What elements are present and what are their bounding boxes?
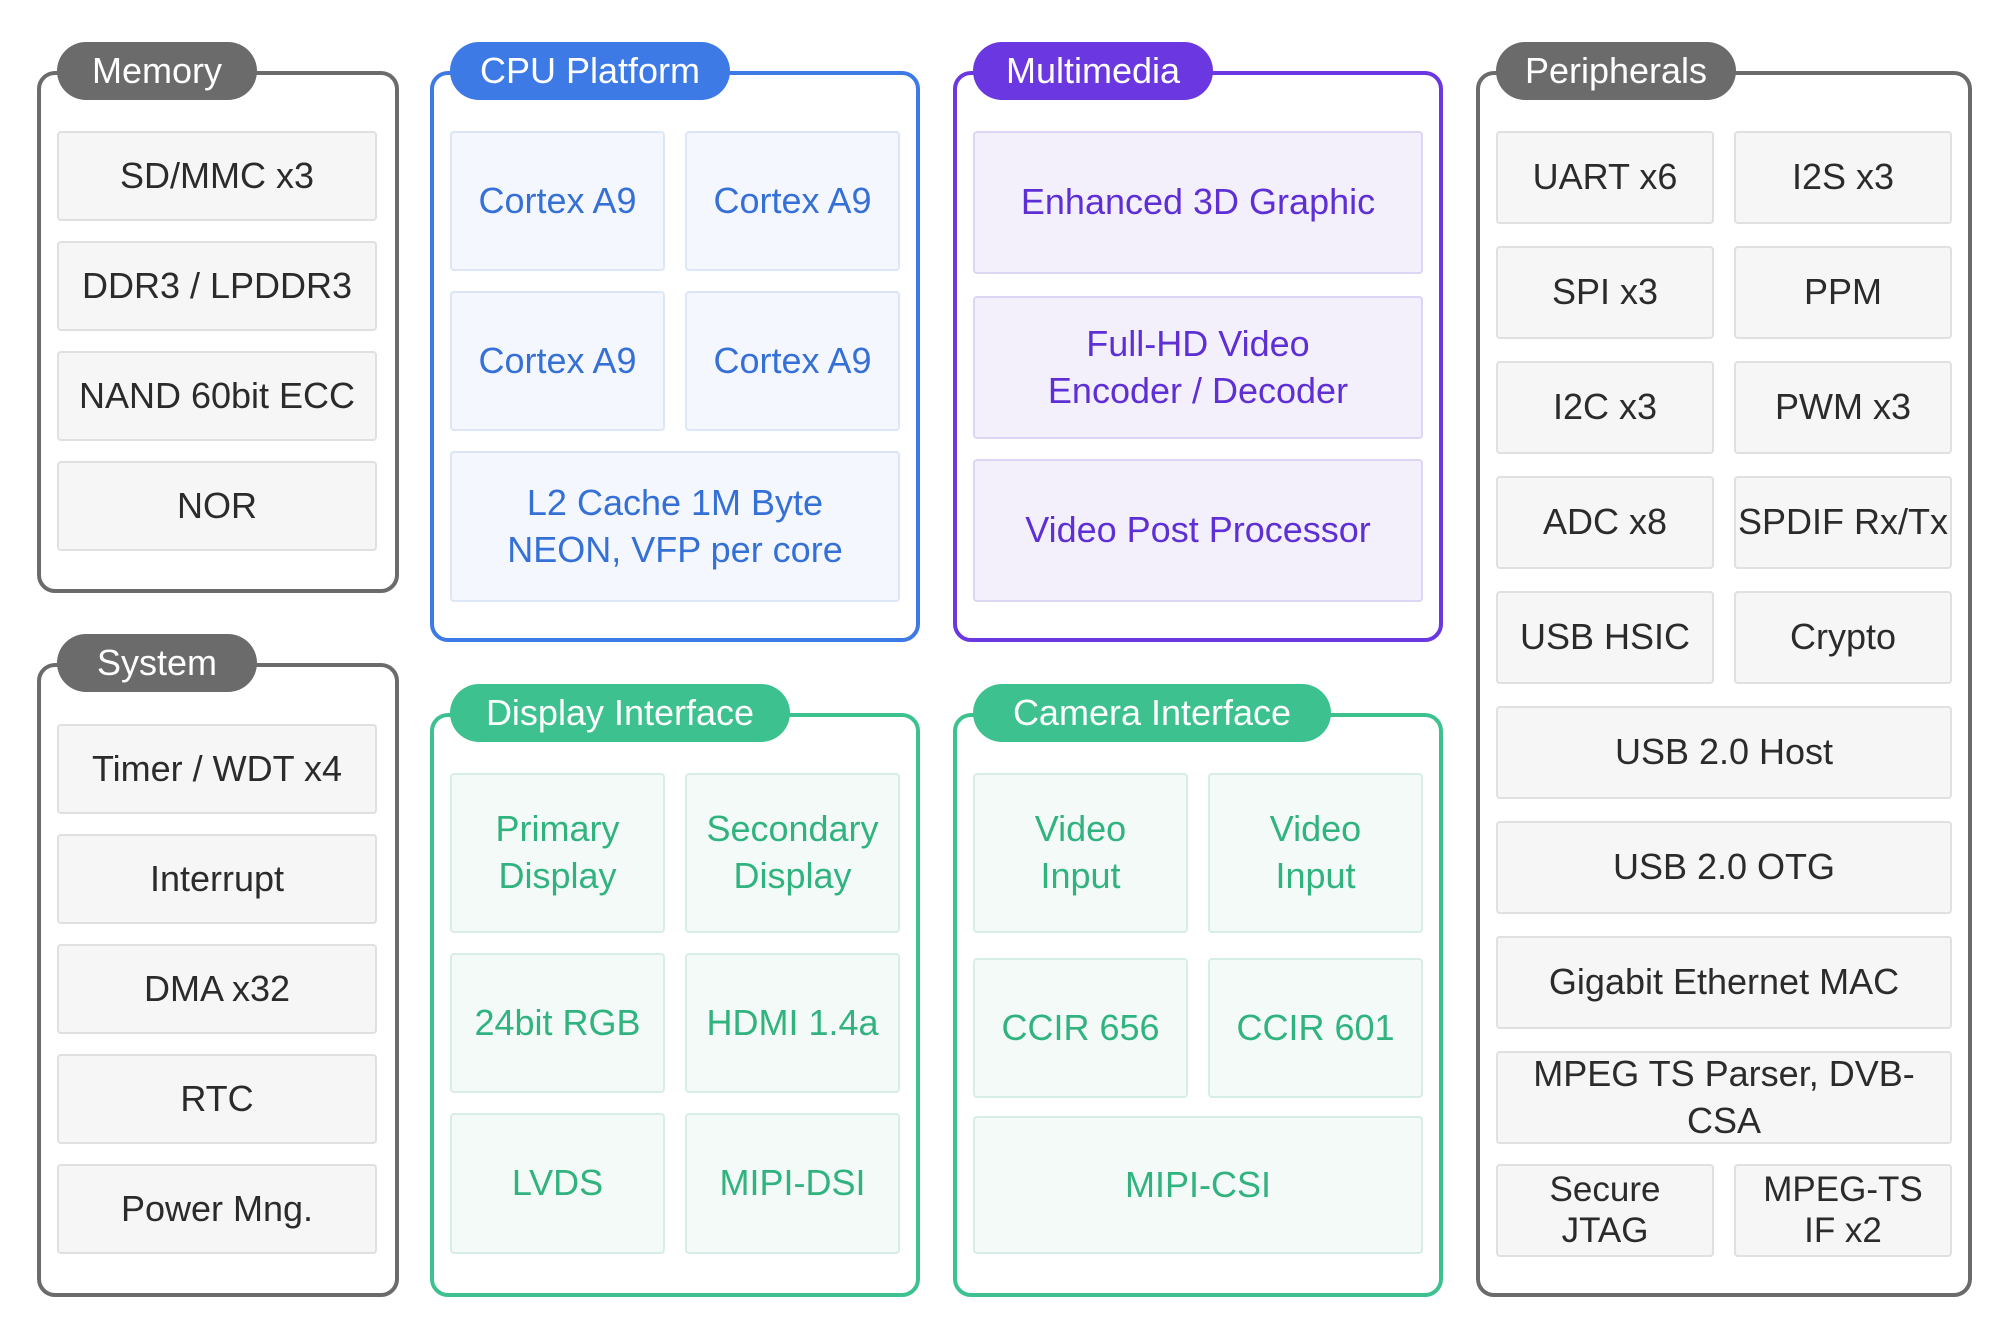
cpu-core-2: Cortex A9 bbox=[685, 131, 900, 271]
camera-ccir-656: CCIR 656 bbox=[973, 958, 1188, 1098]
camera-interface-title: Camera Interface bbox=[973, 684, 1331, 742]
multimedia-title: Multimedia bbox=[973, 42, 1213, 100]
display-mipi-dsi: MIPI-DSI bbox=[685, 1113, 900, 1254]
memory-item-ddr3: DDR3 / LPDDR3 bbox=[57, 241, 377, 331]
peripheral-gigabit-ethernet: Gigabit Ethernet MAC bbox=[1496, 936, 1952, 1029]
camera-ccir-601: CCIR 601 bbox=[1208, 958, 1423, 1098]
cpu-l2-cache: L2 Cache 1M Byte NEON, VFP per core bbox=[450, 451, 900, 602]
peripheral-i2c: I2C x3 bbox=[1496, 361, 1714, 454]
display-interface-title: Display Interface bbox=[450, 684, 790, 742]
peripheral-mpeg-ts-if: MPEG-TS IF x2 bbox=[1734, 1164, 1952, 1257]
display-24bit-rgb: 24bit RGB bbox=[450, 953, 665, 1093]
peripheral-adc: ADC x8 bbox=[1496, 476, 1714, 569]
cpu-core-3: Cortex A9 bbox=[450, 291, 665, 431]
cpu-platform-title: CPU Platform bbox=[450, 42, 730, 100]
memory-item-nor: NOR bbox=[57, 461, 377, 551]
peripheral-spi: SPI x3 bbox=[1496, 246, 1714, 339]
system-item-dma: DMA x32 bbox=[57, 944, 377, 1034]
system-title: System bbox=[57, 634, 257, 692]
multimedia-video-post-processor: Video Post Processor bbox=[973, 459, 1423, 602]
memory-item-nand: NAND 60bit ECC bbox=[57, 351, 377, 441]
display-primary: Primary Display bbox=[450, 773, 665, 933]
memory-title: Memory bbox=[57, 42, 257, 100]
peripheral-mpeg-ts-parser: MPEG TS Parser, DVB-CSA bbox=[1496, 1051, 1952, 1144]
display-lvds: LVDS bbox=[450, 1113, 665, 1254]
peripheral-usb-otg: USB 2.0 OTG bbox=[1496, 821, 1952, 914]
peripheral-usb-host: USB 2.0 Host bbox=[1496, 706, 1952, 799]
cpu-core-4: Cortex A9 bbox=[685, 291, 900, 431]
camera-mipi-csi: MIPI-CSI bbox=[973, 1116, 1423, 1254]
peripheral-secure-jtag: Secure JTAG bbox=[1496, 1164, 1714, 1257]
memory-item-sd-mmc: SD/MMC x3 bbox=[57, 131, 377, 221]
system-item-rtc: RTC bbox=[57, 1054, 377, 1144]
peripheral-crypto: Crypto bbox=[1734, 591, 1952, 684]
system-item-interrupt: Interrupt bbox=[57, 834, 377, 924]
peripherals-title: Peripherals bbox=[1496, 42, 1736, 100]
display-hdmi: HDMI 1.4a bbox=[685, 953, 900, 1093]
multimedia-video-codec: Full-HD Video Encoder / Decoder bbox=[973, 296, 1423, 439]
peripheral-uart: UART x6 bbox=[1496, 131, 1714, 224]
cpu-core-1: Cortex A9 bbox=[450, 131, 665, 271]
peripheral-pwm: PWM x3 bbox=[1734, 361, 1952, 454]
camera-video-input-2: Video Input bbox=[1208, 773, 1423, 933]
display-secondary: Secondary Display bbox=[685, 773, 900, 933]
peripheral-usb-hsic: USB HSIC bbox=[1496, 591, 1714, 684]
system-item-power: Power Mng. bbox=[57, 1164, 377, 1254]
peripheral-ppm: PPM bbox=[1734, 246, 1952, 339]
peripheral-spdif: SPDIF Rx/Tx bbox=[1734, 476, 1952, 569]
peripheral-i2s: I2S x3 bbox=[1734, 131, 1952, 224]
camera-video-input-1: Video Input bbox=[973, 773, 1188, 933]
system-item-timer: Timer / WDT x4 bbox=[57, 724, 377, 814]
multimedia-3d-graphic: Enhanced 3D Graphic bbox=[973, 131, 1423, 274]
